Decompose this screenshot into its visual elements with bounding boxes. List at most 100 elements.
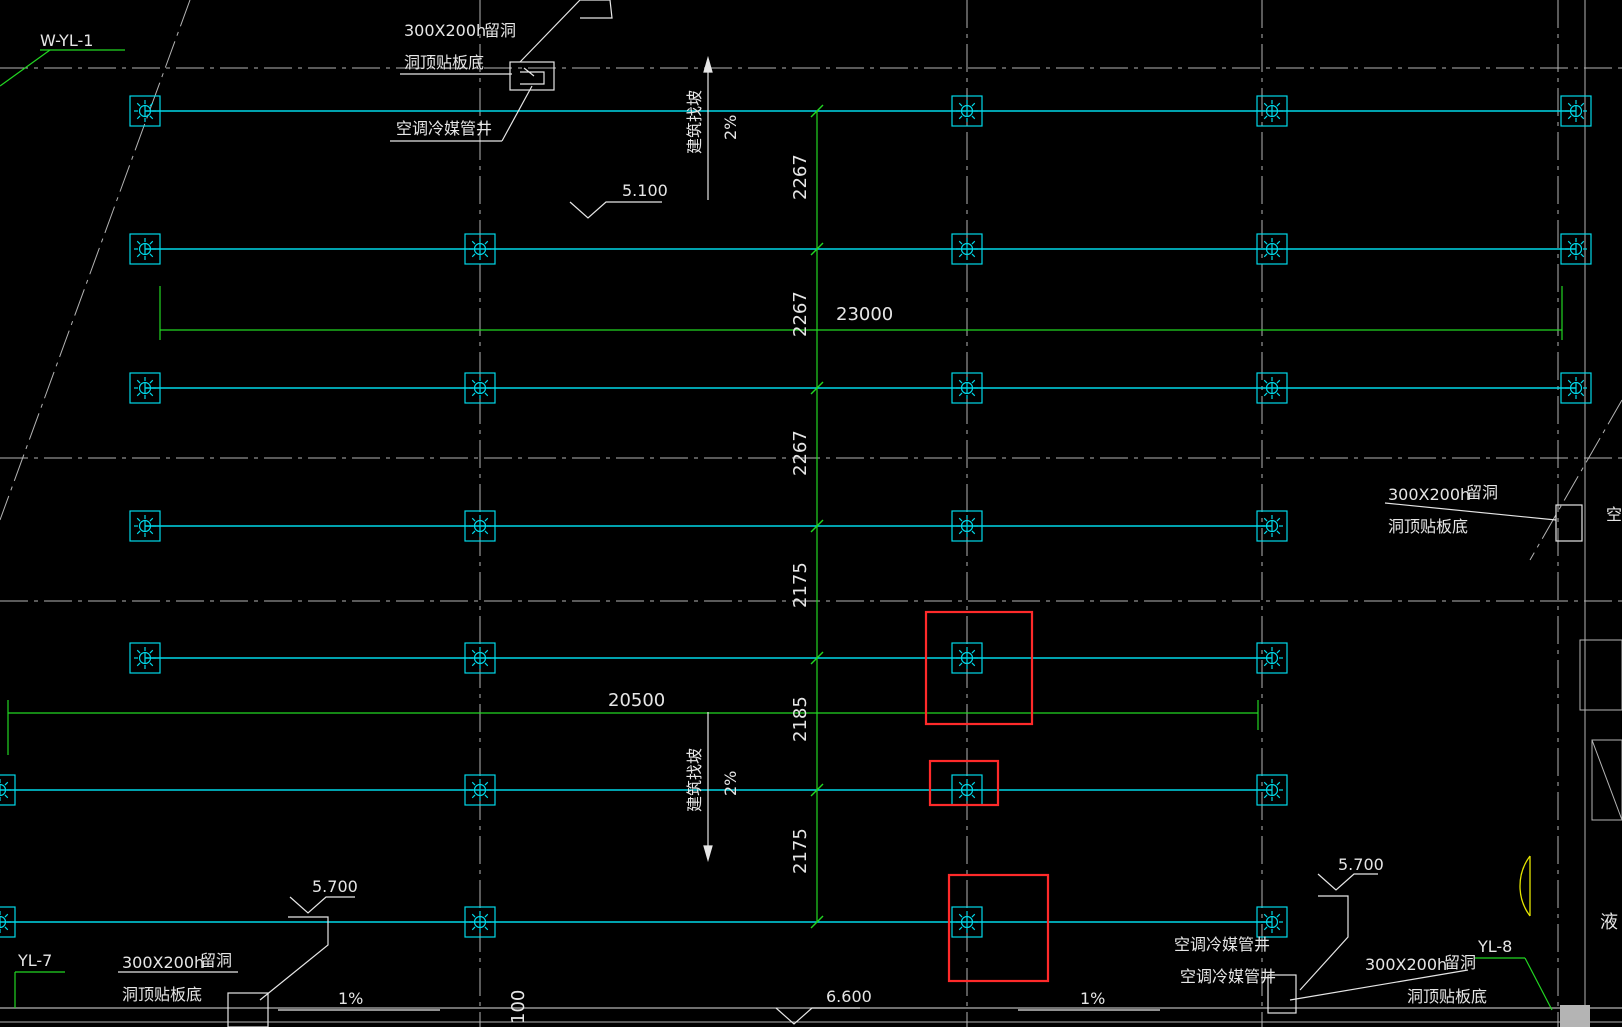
opening-top-note: 洞顶贴板底 (404, 53, 484, 72)
slope-text-top: 建筑找坡 (685, 90, 704, 154)
sprinkler-heads (0, 95, 1592, 938)
sprinkler-pipes (0, 110, 1576, 923)
dim-2185: 2185 (790, 696, 811, 742)
slope-arrows (703, 55, 713, 863)
sprinkler-head-icon (129, 510, 161, 542)
opening-top-size: 300X200h (404, 21, 486, 40)
dim-23000: 23000 (836, 304, 893, 325)
dim-2175-2: 2175 (790, 828, 811, 874)
sprinkler-head-icon (1256, 510, 1288, 542)
wall-opening-right-icon (1555, 504, 1583, 542)
opening-br-note: 洞顶贴板底 (1407, 987, 1487, 1006)
sprinkler-head-icon (951, 906, 983, 938)
elev-5700-left: 5.700 (312, 877, 358, 896)
elevation-marker-6600-icon (775, 1007, 860, 1025)
sprinkler-head-icon (129, 642, 161, 674)
wall-opening-bottom-right-icon (1267, 974, 1297, 1014)
sprinkler-head-icon (129, 233, 161, 265)
ac-shaft-top: 空调冷媒管井 (396, 119, 492, 138)
dim-tick-1 (810, 104, 824, 118)
sprinkler-head-icon (0, 906, 16, 938)
sprinkler-head-icon (1256, 906, 1288, 938)
right-box-diag (1591, 739, 1622, 821)
sprinkler-head-icon (951, 642, 983, 674)
opening-right-note: 洞顶贴板底 (1388, 517, 1468, 536)
highlight-box-2 (928, 759, 1000, 807)
grid-line-diagonal (0, 0, 191, 521)
label-w-yl-1: W-YL-1 (40, 31, 93, 50)
sprinkler-head-icon (1256, 774, 1288, 806)
sprinkler-head-icon (129, 372, 161, 404)
sprinkler-head-icon (1256, 95, 1288, 127)
elev-5100: 5.100 (622, 181, 668, 200)
dim-20500: 20500 (608, 690, 665, 711)
slope-value-top: 2% (721, 115, 740, 140)
opening-bl-size: 300X200h (122, 953, 204, 972)
sprinkler-head-icon (951, 233, 983, 265)
dim-tick-6 (810, 783, 824, 797)
opening-bottom-right-leader (1289, 969, 1469, 1001)
opening-bl-word: 留洞 (200, 951, 232, 970)
sprinkler-head-icon (1256, 233, 1288, 265)
sprinkler-head-icon (464, 642, 496, 674)
dim-100: 100 (508, 990, 529, 1024)
dimension-lines (0, 49, 1563, 1011)
sprinkler-head-icon (951, 95, 983, 127)
elevation-marker-5700-right-icon (1317, 873, 1378, 891)
w-yl-1-leader (0, 49, 51, 87)
dim-tick-3 (810, 381, 824, 395)
one-pct-left: 1% (338, 989, 363, 1008)
sprinkler-head-icon (464, 774, 496, 806)
right-equipment-box (1591, 739, 1622, 821)
sprinkler-head-icon (464, 233, 496, 265)
opening-top-duct (519, 0, 613, 63)
opening-br-size: 300X200h (1365, 955, 1447, 974)
opening-right-leader (1384, 502, 1557, 521)
sprinkler-head-icon (951, 510, 983, 542)
text-labels: W-YL-1 YL-7 YL-8 300X200h 留洞 洞顶贴板底 空调冷媒管… (17, 21, 1622, 1024)
opening-bottom-left-duct (259, 916, 329, 1001)
opening-right-word: 留洞 (1466, 483, 1498, 502)
openings (118, 0, 1583, 1027)
dim-tick-7 (810, 915, 824, 929)
ac-shaft-br-2: 空调冷媒管井 (1180, 967, 1276, 986)
highlight-box-3 (947, 873, 1050, 983)
opening-top-glyph (520, 67, 545, 85)
sprinkler-head-icon (1560, 95, 1592, 127)
sprinkler-head-icon (464, 510, 496, 542)
sprinkler-head-icon (1560, 233, 1592, 265)
elevation-markers (289, 201, 1378, 1025)
dim-tick-5 (810, 651, 824, 665)
bottom-right-block (1560, 1005, 1590, 1027)
opening-bl-note: 洞顶贴板底 (122, 985, 202, 1004)
ac-shaft-br-1: 空调冷媒管井 (1174, 935, 1270, 954)
sprinkler-head-icon (464, 372, 496, 404)
sprinkler-head-icon (1560, 372, 1592, 404)
dim-2267-1: 2267 (790, 154, 811, 200)
side-char-bottom-right: 液 (1600, 912, 1618, 933)
sprinkler-head-icon (1256, 372, 1288, 404)
elev-5700-right: 5.700 (1338, 855, 1384, 874)
wall-opening-bottom-left-icon (227, 992, 269, 1027)
slope-arrow-top-head (703, 55, 713, 73)
opening-top-word: 留洞 (484, 21, 516, 40)
dim-2267-2: 2267 (790, 291, 811, 337)
dim-2175-1: 2175 (790, 562, 811, 608)
dim-tick-4 (810, 519, 824, 533)
dim-ticks (810, 104, 824, 929)
elevation-marker-5700-left-icon (289, 896, 355, 914)
dim-tick-2 (810, 242, 824, 256)
yl-8-drop (1524, 957, 1553, 1011)
opening-bottom-right-duct (1299, 895, 1349, 991)
ac-shaft-top-leader-2 (501, 85, 533, 142)
label-yl-7: YL-7 (17, 951, 52, 970)
slope-text-bottom: 建筑找坡 (685, 748, 704, 812)
slope-value-bottom: 2% (721, 771, 740, 796)
side-char-top-right: 空 (1606, 505, 1622, 524)
dim-2267-3: 2267 (790, 430, 811, 476)
one-pct-right: 1% (1080, 989, 1105, 1008)
highlight-box-1 (924, 610, 1034, 726)
elevation-marker-5100-icon (569, 201, 662, 219)
label-yl-8: YL-8 (1477, 937, 1512, 956)
